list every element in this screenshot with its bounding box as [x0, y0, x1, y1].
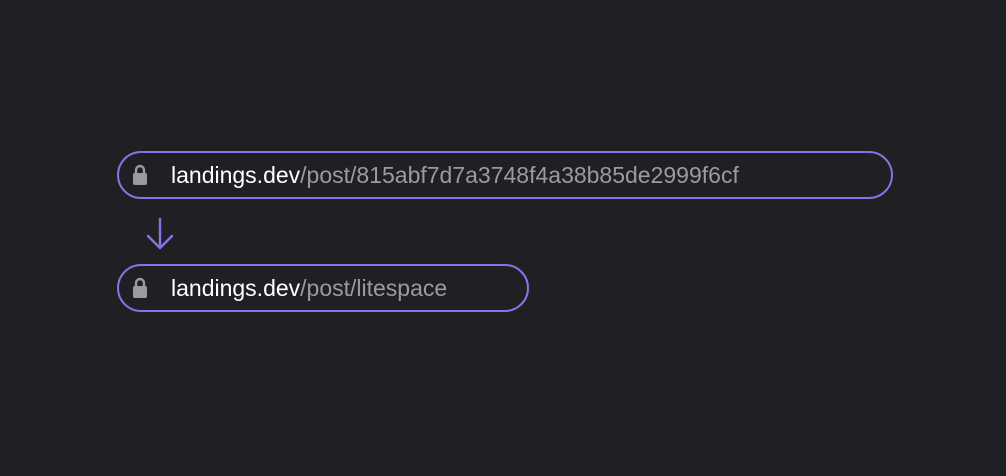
short-url-bar[interactable]: landings.dev/post/litespace [117, 264, 529, 312]
lock-icon [133, 277, 147, 298]
url-path: /post/815abf7d7a3748f4a38b85de2999f6cf [300, 161, 739, 188]
arrow-down-icon [146, 217, 174, 250]
url-domain: landings.dev [171, 161, 301, 188]
url-domain: landings.dev [171, 274, 301, 301]
url-path: /post/litespace [300, 274, 448, 301]
long-url-bar[interactable]: landings.dev/post/815abf7d7a3748f4a38b85… [117, 151, 893, 199]
lock-icon [133, 164, 147, 185]
